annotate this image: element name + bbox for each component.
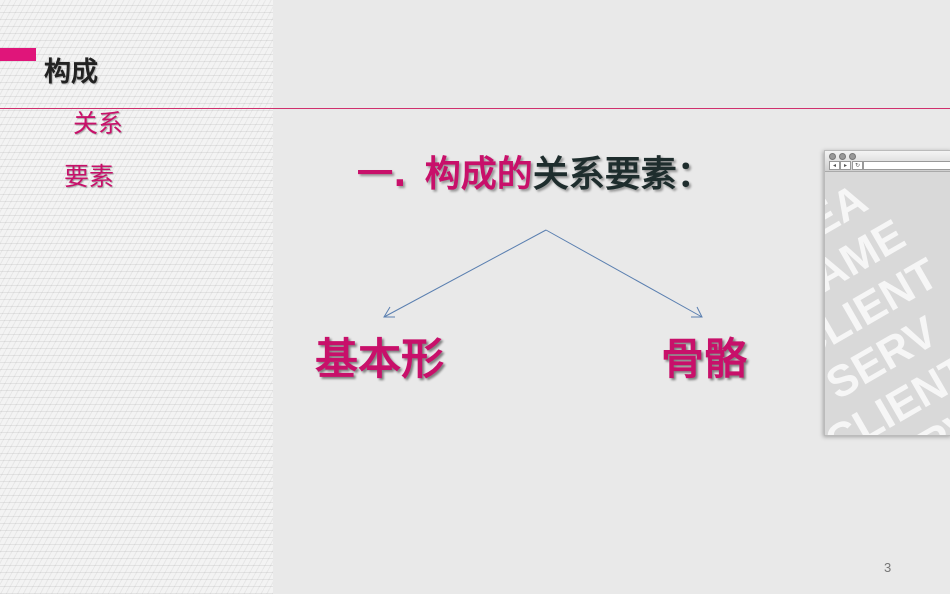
- window-watermark-area: AREA NAME CLIENT SERV CLIENT SERV: [825, 172, 950, 435]
- sidebar-item-relation[interactable]: 关系: [73, 109, 124, 138]
- node-basic-shape: 基本形: [315, 335, 444, 385]
- heading-number: 一.: [357, 154, 407, 195]
- arrow-head-left: [383, 306, 395, 318]
- arrow-line-left: [383, 229, 547, 318]
- sidebar-item-elements[interactable]: 要素: [64, 162, 115, 191]
- header-divider-line: [0, 108, 950, 109]
- arrow-head-right: [691, 306, 703, 318]
- left-sidebar-panel: [0, 0, 273, 594]
- heading-part-pink: 构成的: [424, 154, 533, 195]
- node-skeleton: 骨骼: [661, 335, 747, 385]
- forward-button-icon: ▸: [840, 161, 851, 170]
- accent-bar: [0, 48, 36, 61]
- sidebar-title: 构成: [44, 57, 98, 88]
- browser-window-thumbnail: ◂ ▸ ↻ AREA NAME CLIENT SERV CLIENT SERV: [824, 150, 950, 436]
- back-button-icon: ◂: [829, 161, 840, 170]
- window-controls: [829, 153, 856, 160]
- window-toolbar: ◂ ▸ ↻: [825, 151, 950, 172]
- window-minimize-dot: [839, 153, 846, 160]
- window-close-dot: [829, 153, 836, 160]
- heading-part-dark: 关系要素：: [532, 154, 713, 195]
- slide-heading: 一. 构成的关系要素：: [357, 145, 713, 197]
- page-number: 3: [884, 560, 892, 575]
- window-address-bar: [863, 161, 950, 170]
- arrow-line-right: [545, 229, 703, 318]
- window-zoom-dot: [849, 153, 856, 160]
- reload-button-icon: ↻: [852, 161, 863, 170]
- watermark-svg: AREA NAME CLIENT SERV CLIENT SERV: [825, 174, 950, 435]
